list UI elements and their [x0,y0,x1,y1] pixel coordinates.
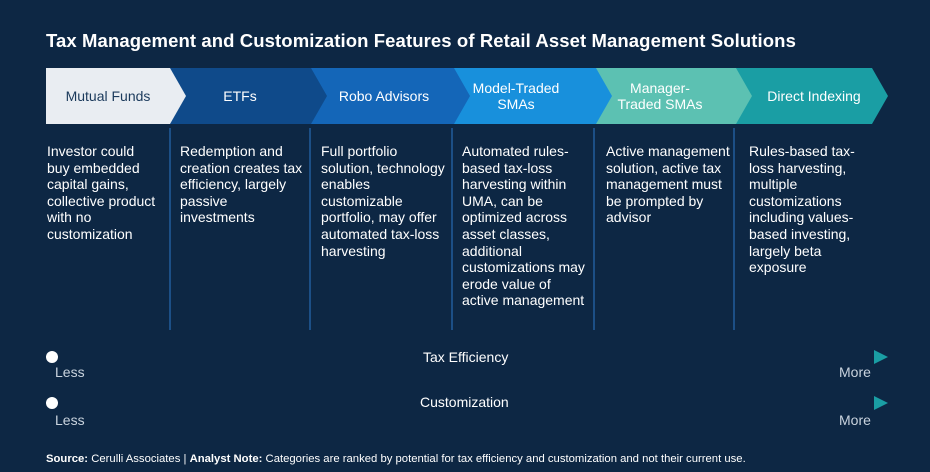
customization-scale-label: Customization [414,394,515,410]
description-model-traded-smas: Automated rules-based tax-loss harvestin… [462,143,585,309]
chevron-robo-advisors [309,68,470,124]
chevron-model-traded-smas [452,68,612,124]
tax-efficiency-scale-start-dot [46,351,58,363]
chevron-direct-indexing [734,68,888,124]
analyst-note-label: Analyst Note: [189,453,263,465]
column-divider [733,128,735,330]
source-value: Cerulli Associates [91,453,181,465]
chevron-label-manager-traded-smas: Manager-Traded SMAs [617,80,703,112]
description-manager-traded-smas: Active management solution, active tax m… [606,143,730,226]
tax-efficiency-scale-label: Tax Efficiency [417,349,515,365]
chevron-manager-traded-smas [594,68,752,124]
source-label: Source: [46,453,89,465]
column-divider [593,128,595,330]
description-robo-advisors: Full portfolio solution, technology enab… [321,143,445,259]
column-divider [309,128,311,330]
column-divider [451,128,453,330]
chevron-label-model-traded-smas: Model-Traded SMAs [472,80,560,112]
chevron-mutual-funds [46,68,186,124]
column-divider [169,128,171,330]
chevron-label-direct-indexing: Direct Indexing [767,88,861,104]
tax-efficiency-arrowhead-icon [874,350,888,364]
page-title: Tax Management and Customization Feature… [46,30,796,51]
customization-less-label: Less [55,412,85,428]
chevron-label-etfs: ETFs [223,88,257,104]
chevron-etfs [168,68,327,124]
description-direct-indexing: Rules-based tax-loss harvesting, multipl… [749,143,855,276]
customization-arrowhead-icon [874,396,888,410]
footer-separator: | [183,453,187,465]
customization-scale-start-dot [46,397,58,409]
source-footnote: Source: Cerulli Associates | Analyst Not… [46,453,746,465]
analyst-note-text: Categories are ranked by potential for t… [265,453,746,465]
chevron-label-robo-advisors: Robo Advisors [338,88,430,104]
chevron-label-mutual-funds: Mutual Funds [65,88,151,104]
tax-efficiency-more-label: More [839,364,871,380]
description-etfs: Redemption and creation creates tax effi… [180,143,303,226]
customization-more-label: More [839,412,871,428]
description-mutual-funds: Investor could buy embedded capital gain… [47,143,156,242]
tax-efficiency-less-label: Less [55,364,85,380]
